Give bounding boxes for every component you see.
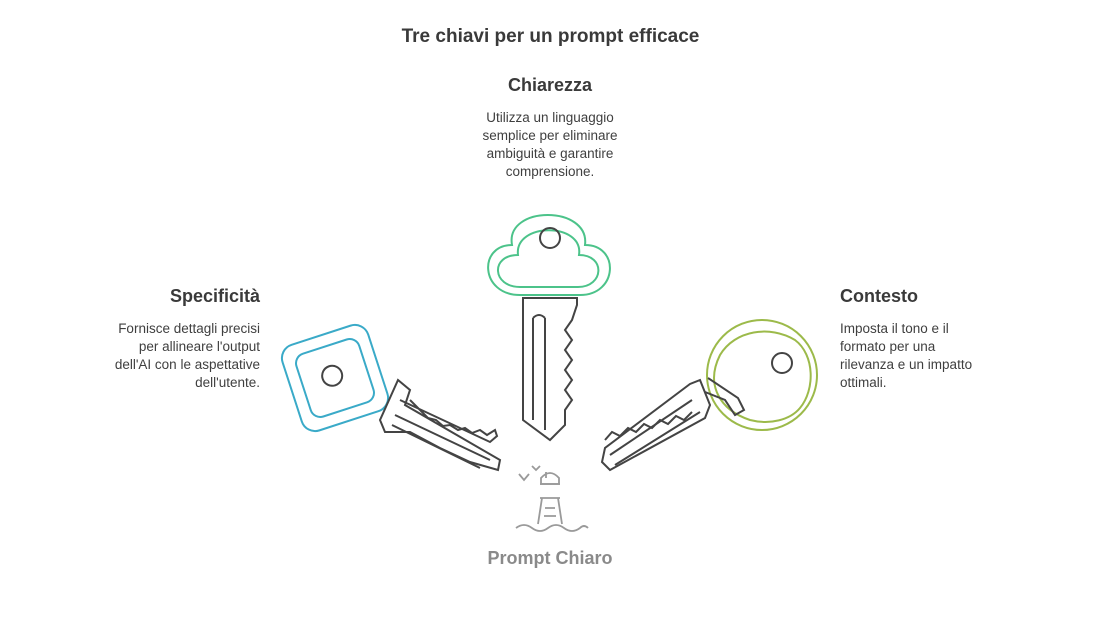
left-key-icon [280,323,390,433]
center-key-icon [487,214,611,442]
description-specificita: Fornisce dettagli precisi per allineare … [114,321,260,390]
left-key-blade [378,378,502,472]
description-contesto: Imposta il tono e il formato per una ril… [840,321,973,390]
diagram-title: Tre chiavi per un prompt efficace [401,26,700,47]
right-key-icon [704,319,818,431]
heading-chiarezza: Chiarezza [507,75,593,95]
description-chiarezza: Utilizza un linguaggio semplice per elim… [482,110,618,179]
right-key-blade [600,378,712,472]
lighthouse-icon [515,465,589,532]
heading-contesto: Contesto [840,286,918,306]
center-label-prompt-chiaro: Prompt Chiaro [487,548,613,568]
heading-specificita: Specificità [169,286,260,306]
